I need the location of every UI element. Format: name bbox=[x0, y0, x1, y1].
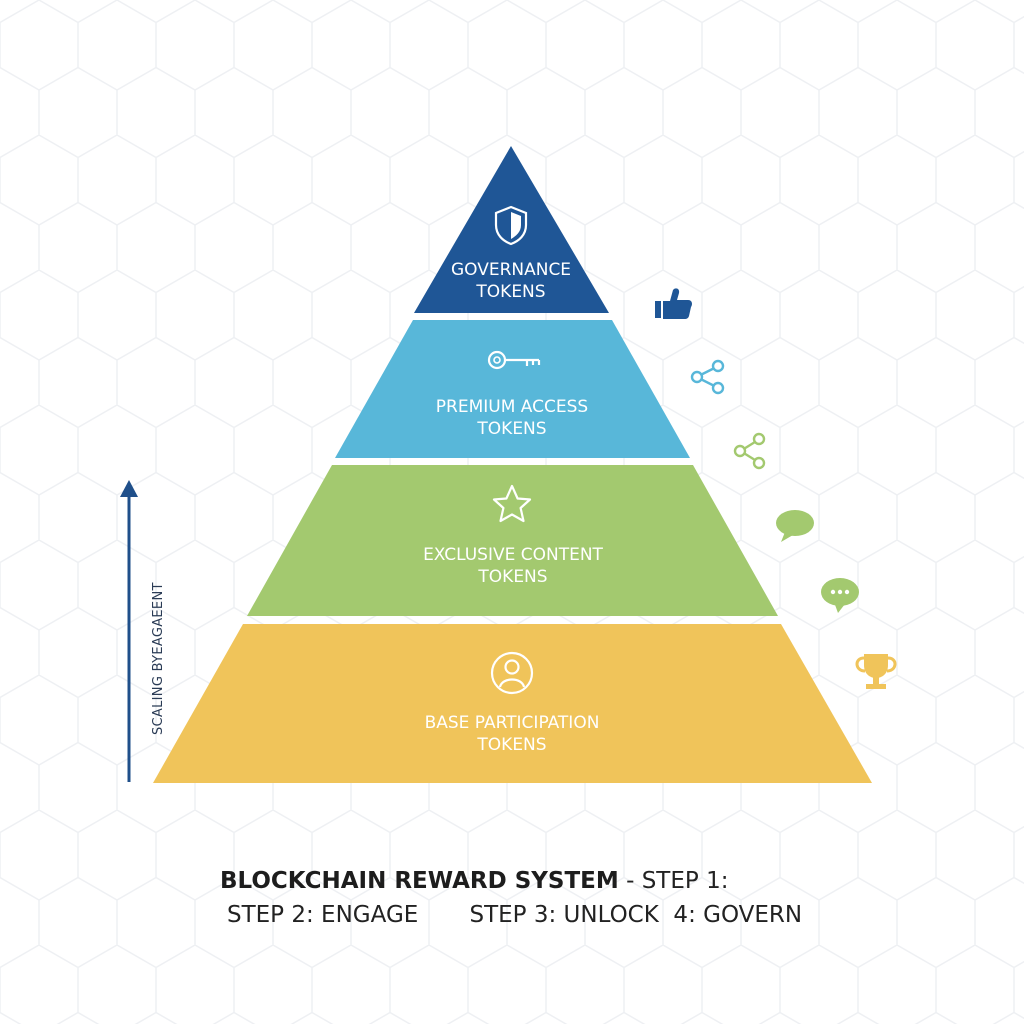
tier-exclusive-content-title: EXCLUSIVE CONTENT bbox=[423, 545, 603, 565]
caption-line-2: STEP 2: ENGAGE STEP 3: UNLOCK 4: GOVERN bbox=[227, 902, 803, 928]
tier-governance: GOVERNANCE TOKENS bbox=[414, 146, 609, 313]
tier-base-participation-title: BASE PARTICIPATION bbox=[425, 713, 600, 733]
caption-title: BLOCKCHAIN REWARD SYSTEM bbox=[220, 868, 619, 894]
trophy-icon bbox=[855, 654, 897, 689]
axis-arrow-head bbox=[120, 480, 138, 497]
tier-exclusive-content: EXCLUSIVE CONTENT TOKENS bbox=[247, 465, 778, 616]
tier-governance-title: GOVERNANCE bbox=[451, 260, 571, 280]
tier-base-participation-shape bbox=[153, 624, 872, 783]
shield-icon bbox=[494, 205, 528, 246]
scaling-axis: SCALING BYEAGAEENT bbox=[120, 480, 166, 782]
tier-exclusive-content-shape bbox=[247, 465, 778, 616]
user-icon bbox=[490, 651, 534, 695]
key-icon bbox=[487, 350, 541, 370]
tier-governance-subtitle: TOKENS bbox=[475, 282, 545, 302]
tier-exclusive-content-subtitle: TOKENS bbox=[477, 567, 547, 587]
tier-premium-access-shape bbox=[335, 320, 690, 458]
star-icon bbox=[492, 484, 532, 523]
tier-base-participation: BASE PARTICIPATION TOKENS bbox=[153, 624, 872, 783]
tier-premium-access: PREMIUM ACCESS TOKENS bbox=[335, 320, 690, 458]
caption-step-1: - STEP 1: bbox=[618, 868, 729, 894]
share-icon bbox=[690, 359, 725, 395]
tier-premium-access-subtitle: TOKENS bbox=[476, 419, 546, 439]
tier-base-participation-subtitle: TOKENS bbox=[476, 735, 546, 755]
share-icon bbox=[733, 432, 766, 470]
chat-dots-icon bbox=[821, 578, 859, 613]
chat-bubble-icon bbox=[776, 510, 814, 542]
tier-premium-access-title: PREMIUM ACCESS bbox=[436, 397, 588, 417]
axis-label: SCALING BYEAGAEENT bbox=[151, 582, 166, 735]
caption-line-1: BLOCKCHAIN REWARD SYSTEM - STEP 1: bbox=[0, 868, 1024, 894]
thumbs-up-icon bbox=[655, 288, 692, 319]
